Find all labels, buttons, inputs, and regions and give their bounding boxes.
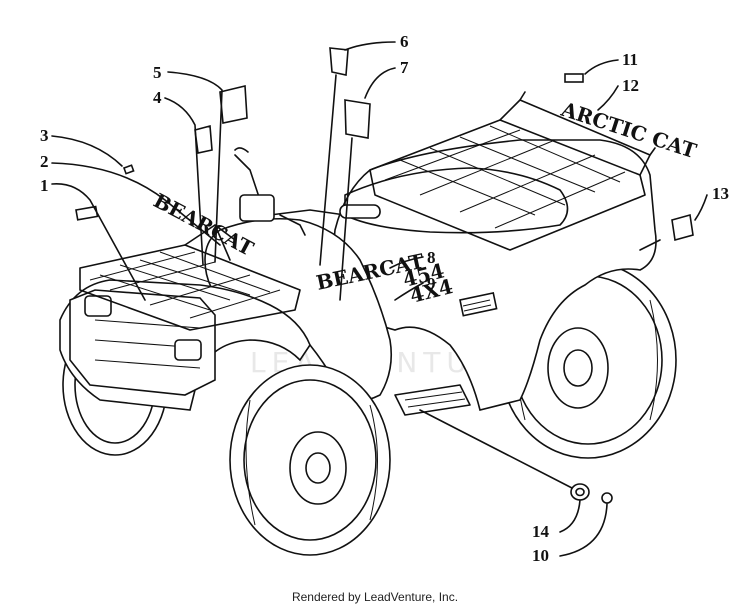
front-right-wheel [229,364,391,556]
callout-12: 12 [622,76,639,95]
callout-2: 2 [40,152,49,171]
callout-14: 14 [532,522,550,541]
callout-9: 9 [427,274,436,293]
callout-13: 13 [712,184,729,203]
callout-7: 7 [400,58,409,77]
leader-lines [51,41,708,557]
rear-rack [369,91,656,251]
callout-labels: 1 2 3 4 5 6 7 8 9 10 11 12 13 14 [40,32,729,565]
front-rack [79,224,301,331]
callout-3: 3 [40,126,49,145]
callout-8: 8 [427,248,436,267]
footer-credit: Rendered by LeadVenture, Inc. [291,590,459,604]
callout-5: 5 [153,63,162,82]
callout-11: 11 [622,50,638,69]
callout-10: 10 [532,546,549,565]
callout-4: 4 [153,88,162,107]
atv-body [59,139,657,416]
callout-1: 1 [40,176,49,195]
atv-illustration: BEARCAT 454 4X4 BEARCAT ARCTIC CAT [51,41,708,557]
callout-6: 6 [400,32,409,51]
